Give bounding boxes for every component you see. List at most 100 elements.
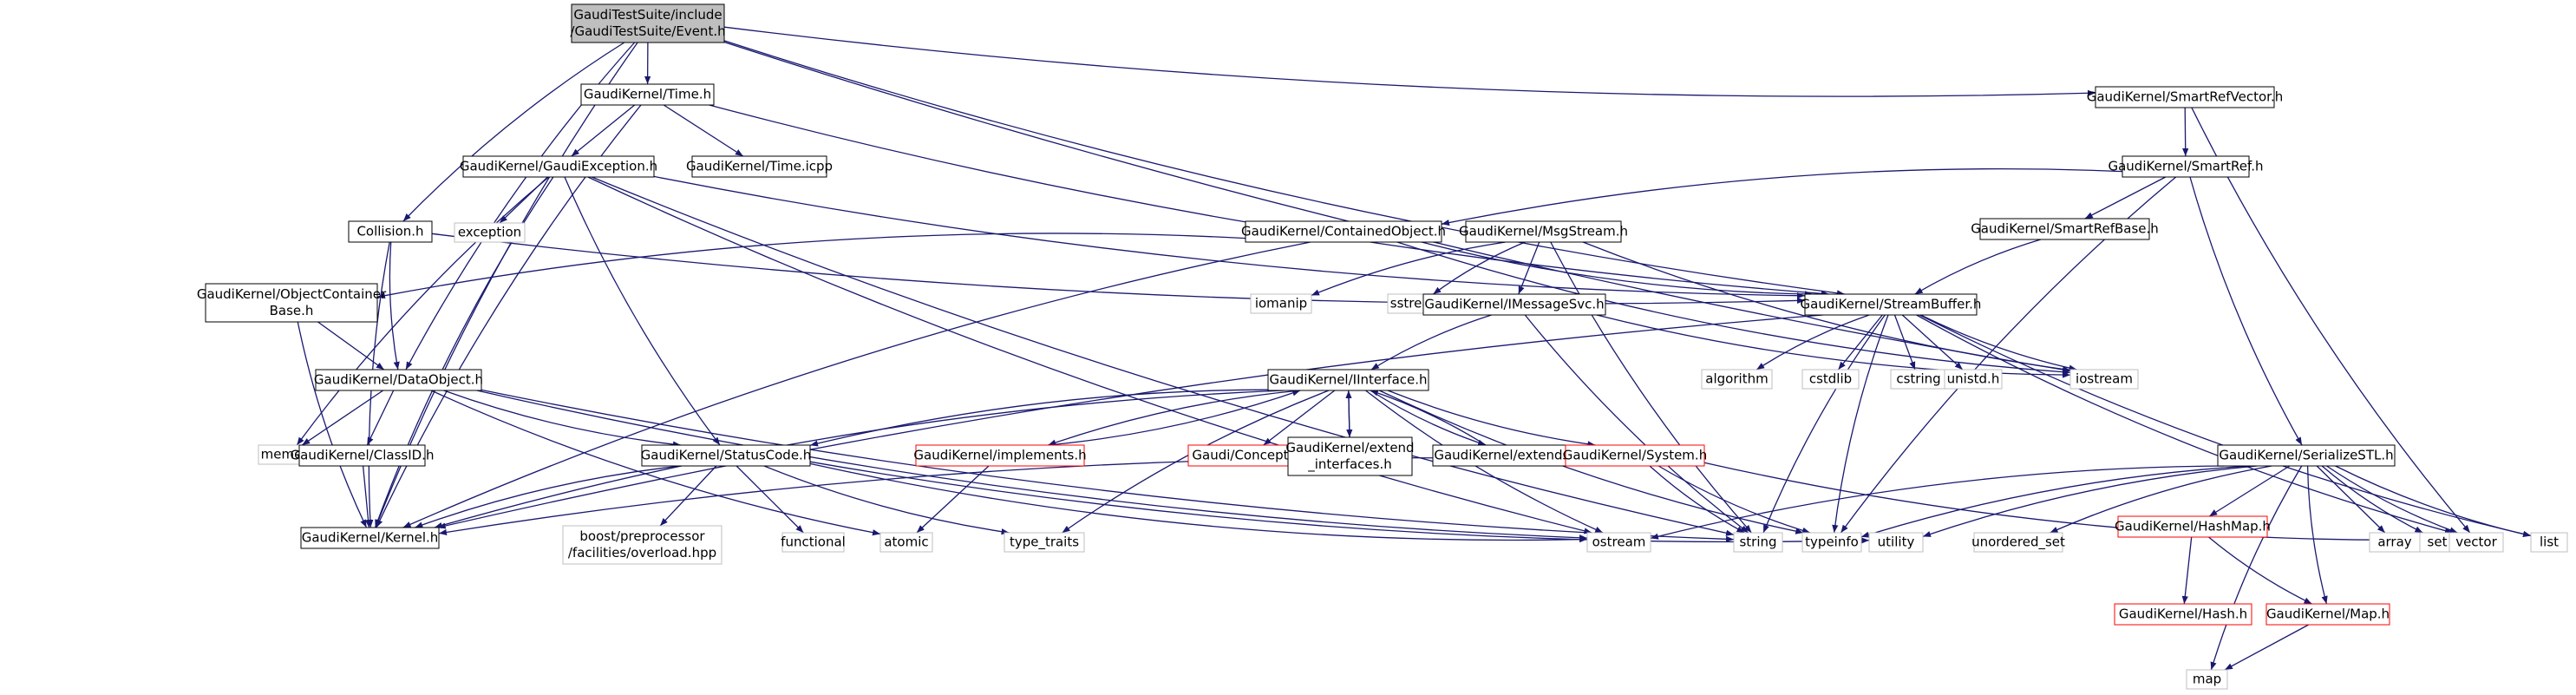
node-label: GaudiKernel/MsgStream.h: [1459, 224, 1628, 239]
node-label: GaudiKernel/ClassID.h: [291, 448, 435, 463]
node-vector: vector: [2449, 532, 2504, 553]
edge-objcont-to-dataobj: [317, 321, 385, 370]
node-box: [1422, 293, 1606, 316]
edge-extifaces-to-iinterface: [1345, 390, 1352, 438]
edge-streambuf-to-unistd: [1901, 314, 1964, 370]
node-box: [1944, 369, 2003, 390]
edge-msgstream-to-sstream: [1433, 241, 1526, 295]
node-srv[interactable]: GaudiKernel/SmartRefVector.h: [2087, 86, 2284, 108]
node-label: set: [2428, 534, 2448, 550]
edge-hashmap-to-mapn: [2208, 536, 2312, 605]
node-unordset: unordered_set: [1971, 532, 2065, 553]
edge-imsgsvc-to-iinterface: [1370, 314, 1492, 370]
node-label: GaudiKernel/extend: [1285, 440, 1414, 456]
node-box: [205, 283, 378, 323]
edge-statuscode-to-utility: [809, 461, 1870, 544]
node-label: /GaudiTestSuite/Event.h: [570, 23, 725, 39]
node-dataobj[interactable]: GaudiKernel/DataObject.h: [314, 369, 483, 391]
node-label: GaudiKernel/IMessageSvc.h: [1424, 297, 1604, 312]
node-streambuf[interactable]: GaudiKernel/StreamBuffer.h: [1801, 293, 1982, 316]
node-smartref[interactable]: GaudiKernel/SmartRef.h: [2108, 155, 2264, 178]
node-box: [571, 3, 725, 43]
edge-iinterface-to-implements: [1048, 390, 1301, 446]
edge-smartref-to-contobj: [1441, 167, 2123, 226]
node-label: _interfaces.h: [1307, 456, 1392, 473]
edge-imsgsvc-to-iostream: [1596, 314, 2071, 378]
node-system[interactable]: GaudiKernel/System.h: [1563, 444, 1707, 467]
node-label: Base.h: [270, 303, 314, 318]
node-box: [781, 532, 845, 553]
node-typetraits: type_traits: [1004, 532, 1085, 553]
node-time[interactable]: GaudiKernel/Time.h: [580, 83, 715, 106]
node-smartrefbase[interactable]: GaudiKernel/SmartRefBase.h: [1971, 218, 2159, 240]
node-box: [1432, 444, 1584, 467]
node-kernel[interactable]: GaudiKernel/Kernel.h: [300, 527, 440, 549]
node-label: array: [2377, 534, 2411, 550]
node-extends[interactable]: GaudiKernel/extends.h: [1432, 444, 1584, 467]
edge-iinterface-to-ostream: [1365, 390, 1604, 534]
edge-objcont-to-kernel: [297, 321, 368, 528]
node-event[interactable]: GaudiTestSuite/include/GaudiTestSuite/Ev…: [570, 3, 726, 43]
edge-classid-to-kernel: [362, 465, 372, 528]
node-classid[interactable]: GaudiKernel/ClassID.h: [291, 444, 435, 467]
node-map: map: [2186, 669, 2228, 690]
node-contobj[interactable]: GaudiKernel/ContainedObject.h: [1241, 220, 1446, 243]
node-label: unistd.h: [1947, 371, 2000, 387]
node-box: [2530, 532, 2568, 553]
node-label: ostream: [1592, 534, 1646, 550]
node-imsgsvc[interactable]: GaudiKernel/IMessageSvc.h: [1422, 293, 1606, 316]
node-box: [300, 527, 440, 549]
edge-iinterface-to-kernel: [434, 390, 1285, 528]
node-string: string: [1733, 532, 1783, 553]
node-box: [1245, 220, 1442, 243]
edge-smartrefbase-to-streambuf: [1914, 239, 2041, 295]
node-serstl[interactable]: GaudiKernel/SerializeSTL.h: [2217, 444, 2396, 467]
edge-serstl-to-set: [2321, 465, 2423, 534]
node-label: GaudiKernel/StatusCode.h: [641, 448, 812, 463]
edge-serstl-to-mapn: [2306, 465, 2328, 605]
edge-streambuf-to-algorithm: [1755, 314, 1870, 370]
node-box: [915, 444, 1085, 467]
edge-collision-to-dataobj: [389, 241, 400, 370]
node-label: functional: [781, 534, 846, 550]
edge-time-to-timeicpp: [663, 104, 744, 157]
node-mapn[interactable]: GaudiKernel/Map.h: [2265, 603, 2390, 626]
node-array: array: [2369, 532, 2421, 553]
node-extifaces[interactable]: GaudiKernel/extend_interfaces.h: [1285, 436, 1415, 476]
edge-hashmap-to-hash: [2181, 536, 2193, 605]
node-unistd: unistd.h: [1944, 369, 2003, 390]
edge-serstl-to-hashmap: [2208, 465, 2291, 517]
node-iinterface[interactable]: GaudiKernel/IInterface.h: [1267, 369, 1429, 391]
node-box: [1465, 220, 1622, 243]
node-box: [1804, 293, 1978, 316]
edge-smartref-to-smartrefbase: [2084, 176, 2167, 220]
node-box: [1586, 532, 1651, 553]
node-collision[interactable]: Collision.h: [348, 220, 433, 243]
node-box: [2265, 603, 2390, 626]
node-algorithm: algorithm: [1701, 369, 1773, 390]
node-label: GaudiKernel/GaudiException.h: [460, 159, 657, 174]
node-timeicpp[interactable]: GaudiKernel/Time.icpp: [686, 155, 833, 178]
node-msgstream[interactable]: GaudiKernel/MsgStream.h: [1459, 220, 1628, 243]
edge-gexc-to-streambuf: [653, 175, 1806, 299]
node-box: [2095, 86, 2275, 108]
node-label: atomic: [884, 534, 928, 550]
node-label: cstring: [1896, 371, 1940, 387]
edge-contobj-to-streambuf: [1421, 241, 1813, 298]
node-box: [2069, 369, 2139, 390]
node-hash[interactable]: GaudiKernel/Hash.h: [2114, 603, 2252, 626]
node-hashmap[interactable]: GaudiKernel/HashMap.h: [2115, 515, 2271, 538]
edge-contobj-to-objcont: [376, 233, 1246, 299]
edge-implements-to-atomic: [916, 465, 990, 534]
node-implements[interactable]: GaudiKernel/implements.h: [913, 444, 1087, 467]
edge-event-to-srv: [723, 26, 2096, 97]
node-gexc[interactable]: GaudiKernel/GaudiException.h: [460, 155, 657, 178]
node-label: GaudiKernel/SmartRef.h: [2108, 159, 2263, 174]
node-label: GaudiKernel/Kernel.h: [302, 530, 439, 546]
edge-statuscode-to-ostream: [809, 462, 1588, 543]
edge-system-to-vector: [1703, 462, 2450, 543]
node-statuscode[interactable]: GaudiKernel/StatusCode.h: [641, 444, 812, 467]
edge-iinterface-to-typeinfo: [1379, 390, 1804, 534]
